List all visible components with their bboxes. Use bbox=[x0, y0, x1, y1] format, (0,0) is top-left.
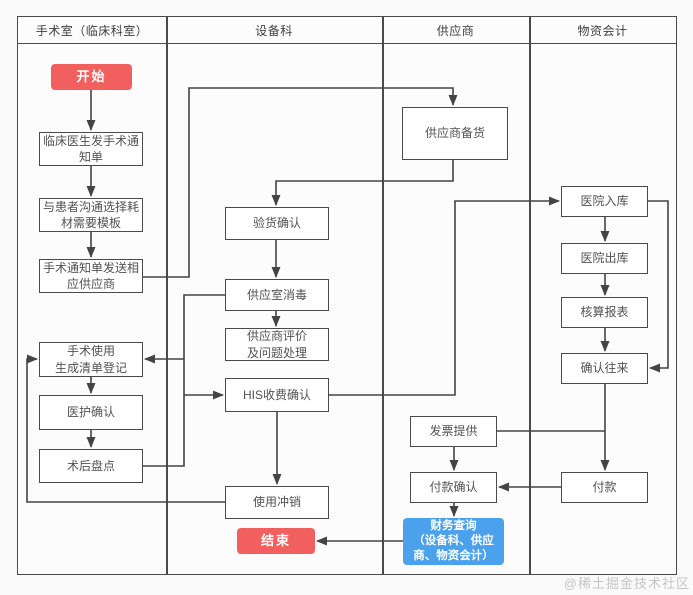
node-usage-writeoff: 使用冲销 bbox=[225, 486, 329, 519]
node-invoice-provide: 发票提供 bbox=[410, 416, 497, 447]
node-hospital-outbound: 医院出库 bbox=[561, 243, 648, 274]
watermark-text: @稀土掘金技术社区 bbox=[563, 576, 690, 591]
node-his-charge-confirm: HIS收费确认 bbox=[225, 378, 329, 412]
node-usage-register: 手术使用 生成清单登记 bbox=[39, 342, 143, 377]
node-supply-disinfect: 供应室消毒 bbox=[225, 279, 329, 311]
lane-divider-1 bbox=[166, 17, 168, 574]
lane-header-supplier: 供应商 bbox=[436, 23, 475, 38]
node-account-report: 核算报表 bbox=[561, 297, 648, 328]
lane-header-row: 手术室（临床科室） 设备科 供应商 物资会计 bbox=[18, 17, 676, 44]
lane-header-equipment-dept: 设备科 bbox=[255, 23, 293, 38]
node-hospital-inbound: 医院入库 bbox=[561, 186, 648, 217]
node-payment: 付款 bbox=[561, 472, 648, 503]
lane-header-operating-room: 手术室（临床科室） bbox=[35, 23, 149, 38]
node-patient-communication: 与患者沟通选择耗 材需要模板 bbox=[39, 198, 143, 232]
node-confirm-transactions: 确认往来 bbox=[561, 353, 648, 384]
node-end: 结束 bbox=[237, 528, 315, 554]
node-payment-confirm: 付款确认 bbox=[410, 472, 497, 503]
node-clinical-notice: 临床医生发手术通 知单 bbox=[39, 132, 143, 166]
lane-divider-2 bbox=[382, 17, 384, 574]
lane-divider-3 bbox=[529, 17, 531, 574]
lane-header-materials-accounting: 物资会计 bbox=[577, 23, 628, 38]
node-supplier-prepare: 供应商备货 bbox=[402, 107, 508, 160]
node-start: 开始 bbox=[51, 64, 132, 90]
node-finance-query: 财务查询 （设备科、供应 商、物资会计） bbox=[403, 518, 504, 565]
node-nurse-confirm: 医护确认 bbox=[39, 395, 143, 430]
node-goods-check: 验货确认 bbox=[225, 207, 329, 240]
node-supplier-evaluation: 供应商评价 及问题处理 bbox=[225, 328, 329, 361]
node-send-to-supplier: 手术通知单发送相 应供应商 bbox=[39, 259, 143, 293]
node-post-op-count: 术后盘点 bbox=[39, 449, 143, 483]
